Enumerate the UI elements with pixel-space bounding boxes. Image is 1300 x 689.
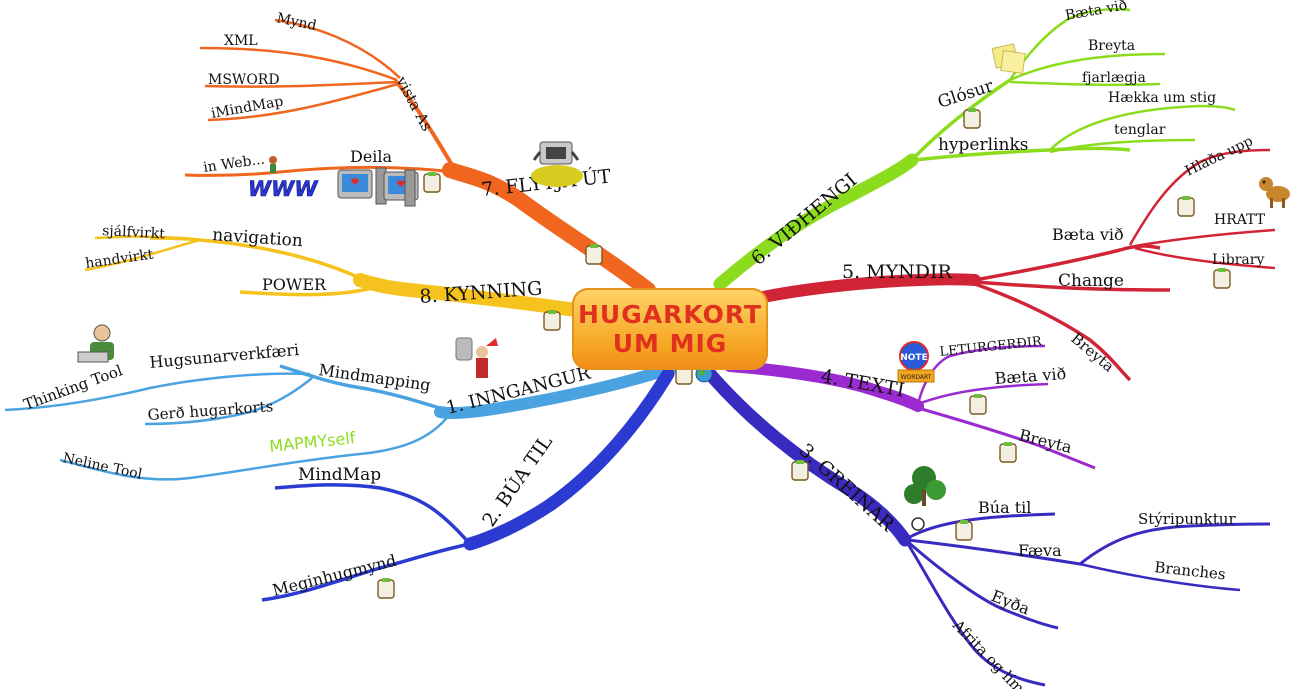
vista-as-label: vista As (392, 73, 436, 135)
deila-label: Deila (350, 147, 393, 166)
note-icon[interactable] (1213, 268, 1231, 289)
texti-baeta-vid-label: Bæta við (994, 364, 1067, 388)
note-icon[interactable] (791, 460, 809, 481)
svg-text:WORDART: WORDART (901, 374, 932, 381)
vidhengi-baeta-vid-label: Bæta við (1064, 0, 1129, 24)
control-point-icon[interactable] (911, 517, 925, 531)
branch-8-kynning[interactable]: 8. KYNNING navigation sjálfvirkt handvir… (84, 223, 597, 319)
handvirkt-label: handvirkt (84, 247, 154, 272)
note-icon[interactable] (999, 442, 1017, 463)
export-robot-image (531, 141, 583, 187)
styripunktur-label: Stýripunktur (1138, 510, 1236, 528)
mynd-label: Mynd (275, 10, 318, 34)
change-label: Change (1058, 271, 1124, 291)
branch-3-label: 3. GREINAR (795, 439, 899, 536)
myndir-baeta-vid-label: Bæta við (1052, 225, 1124, 244)
branch-5-label: 5. MYNDIR (842, 261, 953, 283)
www-image: WWW (248, 156, 319, 201)
mapmyself-label: MAPMYself (268, 428, 356, 456)
sjalfvirkt-label: sjálfvirkt (102, 223, 166, 242)
bua-til-label: Búa til (978, 498, 1031, 517)
thinking-tool-label: Thinking Tool (21, 361, 125, 413)
in-web-label: in Web... (202, 152, 265, 176)
svg-text:WWW: WWW (248, 177, 318, 201)
branches-label: Branches (1154, 558, 1227, 583)
note-icon[interactable] (963, 108, 981, 129)
vidhengi-breyta-label: Breyta (1088, 38, 1135, 54)
svg-text:NOTE: NOTE (900, 353, 927, 363)
glosur-label: Glósur (935, 76, 996, 113)
note-icon[interactable] (423, 172, 441, 193)
branch-4-label: 4. TEXTI (819, 365, 906, 401)
wordart-note-image: NOTE WORDART (897, 341, 935, 383)
central-topic-line1: HUGARKORT (577, 300, 763, 329)
hugsunarverkfaeri-label: Hugsunarverkfæri (149, 340, 300, 372)
neline-tool-label: Neline Tool (61, 450, 144, 483)
leturgerdir-label: LETURGERÐIR (939, 334, 1044, 360)
branch-3-greinar[interactable]: 3. GREINAR Búa til Fæva Stýripunktur Bra… (703, 367, 1271, 689)
dog-image (1259, 177, 1290, 208)
haekka-um-stig-label: Hækka um stig (1108, 90, 1216, 106)
msword-label: MSWORD (208, 72, 280, 88)
note-icon[interactable] (969, 394, 987, 415)
mindmap-label: MindMap (298, 465, 381, 485)
note-icon[interactable] (1177, 196, 1195, 217)
branch-6-label: 6. VIÐHENGI (747, 169, 861, 270)
faeva-label: Fæva (1018, 541, 1062, 560)
texti-breyta-label: Breyta (1017, 425, 1074, 457)
sticky-notes-image (991, 43, 1026, 74)
tree-image (904, 466, 946, 506)
note-icon[interactable] (585, 244, 603, 265)
navigation-label: navigation (212, 225, 304, 251)
eyda-label: Eyða (989, 586, 1034, 619)
note-icon[interactable] (955, 520, 973, 541)
hratt-label: HRATT (1214, 212, 1266, 228)
tenglar-label: tenglar (1114, 122, 1166, 138)
central-topic-line2: UM MIG (612, 329, 728, 358)
hyperlinks-label: hyperlinks (938, 135, 1028, 155)
computers-image (337, 167, 419, 207)
myndir-breyta-label: Breyta (1067, 329, 1117, 375)
library-label: Library (1212, 252, 1264, 268)
note-icon[interactable] (543, 310, 561, 331)
afrita-og-lima-label: Afrita og líma (948, 616, 1034, 689)
fjarlaegja-label: fjarlægja (1082, 70, 1146, 86)
power-label: POWER (262, 275, 327, 294)
xml-label: XML (224, 33, 258, 49)
note-icon[interactable] (377, 578, 395, 599)
central-topic[interactable]: HUGARKORT UM MIG (572, 288, 768, 370)
thinking-person-image (77, 324, 114, 363)
globe-icon[interactable] (695, 365, 713, 383)
jester-image (455, 337, 498, 378)
